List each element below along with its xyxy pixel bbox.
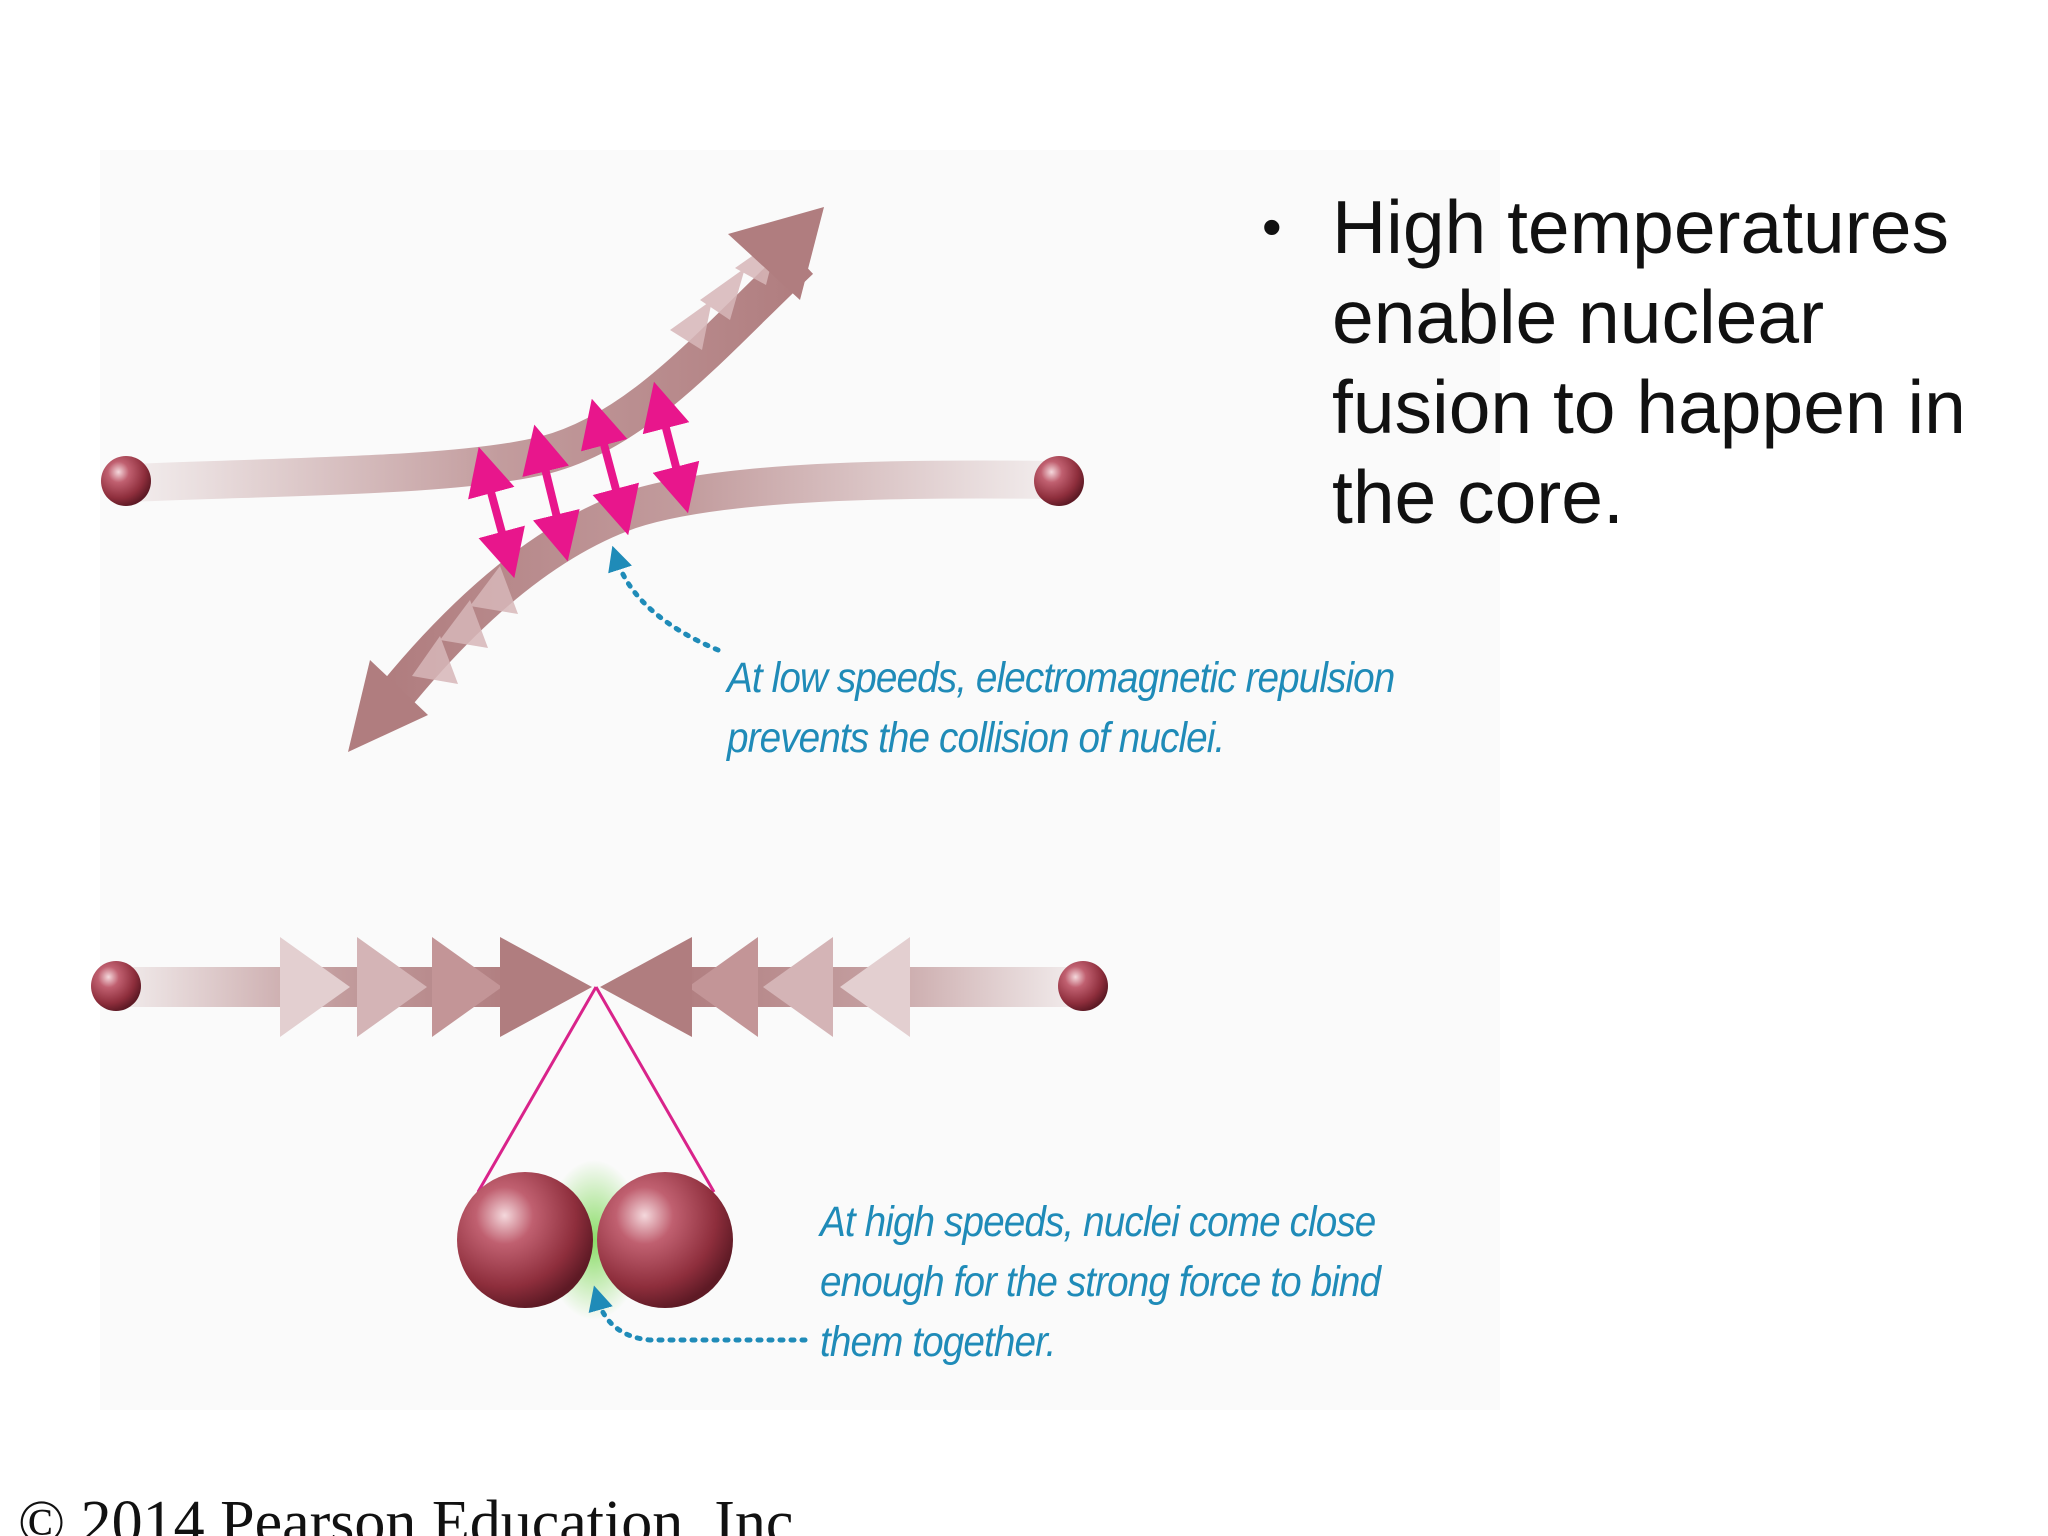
low-speed-caption-line-2: prevents the collision of nuclei. [727,714,1225,762]
repulsion-arrows [468,381,700,579]
fused-nucleus-left [457,1172,593,1308]
upper-arrowhead [728,207,824,300]
low-speed-caption-line-1: At low speeds, electromagnetic repulsion [727,654,1395,702]
low-speed-pointer [608,545,721,653]
nucleus-left-top [101,456,151,506]
lower-motion-chevrons [412,566,518,684]
high-speed-caption: At high speeds, nuclei come close enough… [820,1192,1381,1372]
zoom-lines [476,986,716,1193]
nucleus-right-bottom [1058,961,1108,1011]
high-speed-panel [91,937,1108,1343]
high-speed-caption-line-2: enough for the strong force to bind [820,1258,1381,1306]
right-arrowhead [600,937,692,1037]
bullet-point: • High temperatures enable nuclear fusio… [1262,182,2022,542]
high-speed-pointer [588,1285,808,1343]
figure-background [100,150,1500,1410]
bullet-icon: • [1262,195,1282,258]
nucleus-left-bottom [91,961,141,1011]
right-motion-chevrons [688,937,910,1037]
left-arrowhead [500,937,592,1037]
low-speed-panel [101,207,1084,752]
upper-trail [129,246,814,502]
lower-arrowhead [348,660,428,752]
fused-nucleus-right [597,1172,733,1308]
copyright-notice: © 2014 Pearson Education, Inc. [18,1489,809,1536]
bullet-text: High temperatures enable nuclear fusion … [1332,185,1966,539]
nucleus-right-top [1034,456,1084,506]
high-speed-caption-line-1: At high speeds, nuclei come close [820,1198,1376,1246]
low-speed-caption: At low speeds, electromagnetic repulsion… [727,648,1395,768]
left-motion-chevrons [280,937,502,1037]
high-speed-caption-line-3: them together. [820,1318,1056,1366]
